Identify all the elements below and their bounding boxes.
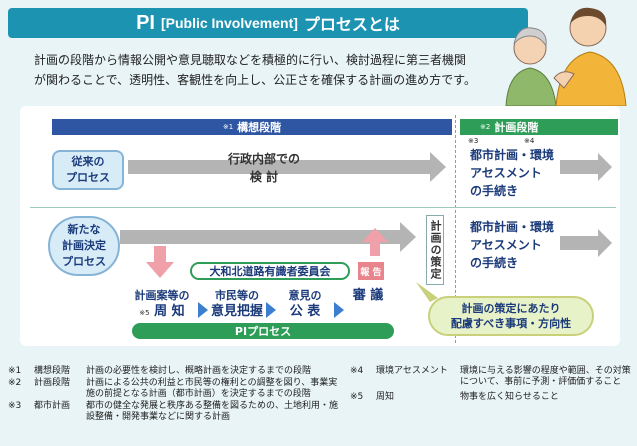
- phase-divider: [455, 115, 456, 343]
- title-bar: PI [Public Involvement] プロセスとは: [8, 8, 528, 38]
- step-deliberate: 審 議: [344, 288, 392, 304]
- note1-desc: 計画の必要性を検討し、概略計画を決定するまでの段階: [86, 366, 312, 376]
- note5-desc: 物事を広く知らせること: [460, 392, 559, 402]
- intro-line-2: が関わることで、透明性、客観性を向上し、公正さを確保する計画の進め方です。: [34, 73, 476, 87]
- notes-left: ※1 構想段階 計画の必要性を検討し、概略計画を決定するまでの段階 ※2 計画段…: [8, 366, 344, 423]
- new-result-arrow: [560, 229, 612, 257]
- step2-line1: 市民等の: [215, 289, 259, 302]
- phase-concept-header: ※1 構想段階: [52, 119, 452, 135]
- conventional-process-label: 従来のプロセス: [52, 150, 124, 190]
- conventional-result-line2: アセスメント: [470, 166, 542, 180]
- phase1-mark: ※1: [222, 123, 234, 131]
- report-label: 報 告: [358, 262, 384, 280]
- note3-mark: ※3: [8, 401, 22, 411]
- new-result: 都市計画・環境 アセスメント の手続き: [470, 218, 554, 272]
- conventional-result: 都市計画・環境 アセスメント の手続き: [470, 146, 554, 200]
- step-arrow-1: [198, 302, 208, 318]
- conventional-result-arrow: [560, 153, 612, 181]
- note3-term: 都市計画: [34, 401, 71, 411]
- people-illustration: [505, 7, 627, 106]
- step1-line2: 周 知: [154, 304, 185, 319]
- conventional-result-line1: 都市計画・環境: [470, 148, 555, 162]
- note1-term: 構想段階: [34, 366, 71, 376]
- step-publish: 意見の 公 表: [276, 288, 334, 320]
- pi-process-bar: PIプロセス: [132, 323, 394, 339]
- new-result-line3: の手続き: [470, 256, 519, 270]
- note1-mark: ※1: [8, 366, 22, 376]
- title-public-involvement: [Public Involvement]: [160, 15, 298, 31]
- step-arrow-3: [334, 302, 344, 318]
- note5-term: 周知: [376, 392, 395, 402]
- note2-mark: ※2: [8, 378, 22, 388]
- step4-line2: 審 議: [352, 288, 384, 303]
- note4-term: 環境アセスメント: [376, 366, 448, 376]
- conventional-result-line3: の手続き: [470, 184, 519, 198]
- phase2-label: 計画段階: [494, 121, 539, 134]
- note-2: ※2 計画段階 計画による公共の利益と市民等の権利との調整を図り、事業実施の前提…: [8, 378, 344, 400]
- callout-tail: [416, 282, 438, 302]
- new-result-line1: 都市計画・環境: [470, 220, 555, 234]
- pink-up-arrow: [362, 228, 388, 256]
- title-pi: PI: [136, 11, 155, 34]
- phase2-mark: ※2: [480, 123, 491, 131]
- new-label-line3: プロセス: [62, 255, 106, 268]
- step1-line1: 計画案等の: [134, 289, 190, 302]
- conventional-arrow: [128, 152, 446, 182]
- step-opinion: 市民等の 意見把握: [208, 288, 266, 320]
- conventional-label-line2: プロセス: [66, 171, 110, 184]
- step1-mark: ※5: [139, 309, 150, 317]
- step2-line2: 意見把握: [210, 304, 263, 319]
- note5-mark: ※5: [350, 392, 364, 402]
- new-process-label: 新たな計画決定プロセス: [48, 216, 120, 276]
- note-5: ※5 周知 物事を広く知らせること: [350, 392, 632, 403]
- note3-desc: 都市の健全な発展と秩序ある整備を図るための、土地利用・施設整備・開発事業などに関…: [86, 401, 339, 422]
- note4-desc: 環境に与える影響の程度や範囲、その対策について、事前に予測・評価価すること: [460, 366, 631, 387]
- step3-line1: 意見の: [288, 289, 322, 302]
- phase1-label: 構想段階: [237, 121, 282, 134]
- pink-down-arrow: [146, 246, 174, 278]
- plan-decision-label: 計画の策定: [426, 215, 444, 285]
- callout-line2: 配慮すべき事項・方向性: [450, 317, 572, 330]
- row-divider: [30, 207, 616, 208]
- conventional-label-line1: 従来の: [71, 155, 105, 168]
- internal-review: 行政内部での 検 討: [214, 150, 314, 186]
- step-arrow-2: [266, 302, 276, 318]
- intro-line-1: 計画の段階から情報公開や意見聴取などを積極的に行い、検討過程に第三者機関: [34, 53, 467, 67]
- callout-considerations: 計画の策定にあたり配慮すべき事項・方向性: [428, 296, 594, 336]
- new-result-line2: アセスメント: [470, 238, 542, 252]
- internal-review-line1: 行政内部での: [227, 152, 300, 166]
- title-process: プロセスとは: [303, 15, 400, 34]
- conventional-mark3: ※3: [468, 137, 479, 145]
- internal-review-line2: 検 討: [249, 170, 279, 184]
- new-process-arrow: [120, 222, 416, 252]
- note2-term: 計画段階: [34, 378, 71, 388]
- callout-line1: 計画の策定にあたり: [461, 302, 561, 315]
- step3-line2: 公 表: [289, 304, 321, 319]
- intro-text: 計画の段階から情報公開や意見聴取などを積極的に行い、検討過程に第三者機関 が関わ…: [34, 50, 504, 90]
- step-notify: 計画案等の ※5 周 知: [128, 288, 196, 321]
- note2-desc: 計画による公共の利益と市民等の権利との調整を図り、事業実施の前提となる計画（都市…: [86, 378, 338, 399]
- note-3: ※3 都市計画 都市の健全な発展と秩序ある整備を図るための、土地利用・施設整備・…: [8, 401, 344, 423]
- committee-label: 大和北道路有識者委員会: [190, 262, 350, 280]
- phase-planning-header: ※2 計画段階: [460, 119, 618, 135]
- note4-mark: ※4: [350, 366, 364, 376]
- conventional-mark4: ※4: [524, 137, 535, 145]
- notes-right: ※4 環境アセスメント 環境に与える影響の程度や範囲、その対策について、事前に予…: [350, 366, 632, 403]
- new-label-line2: 計画決定: [62, 239, 106, 252]
- note-4: ※4 環境アセスメント 環境に与える影響の程度や範囲、その対策について、事前に予…: [350, 366, 632, 388]
- new-label-line1: 新たな: [67, 223, 101, 236]
- note-1: ※1 構想段階 計画の必要性を検討し、概略計画を決定するまでの段階: [8, 366, 344, 377]
